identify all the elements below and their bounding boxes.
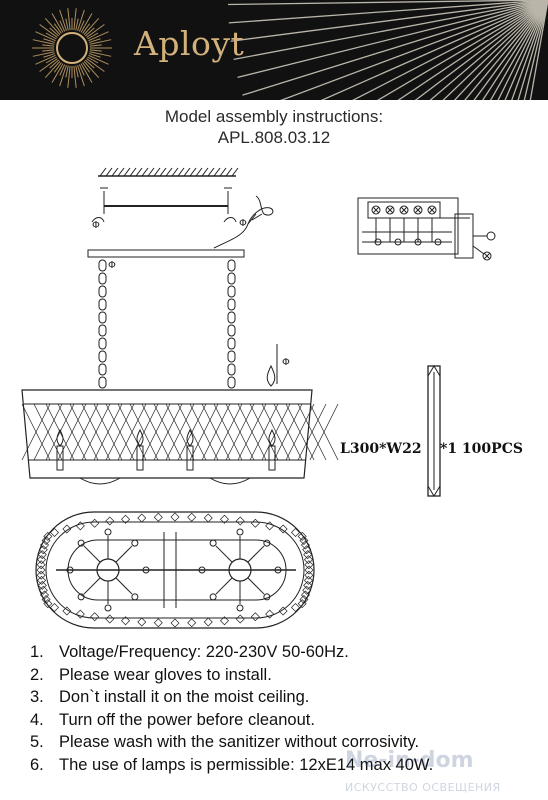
instruction-number: 4. xyxy=(30,710,44,729)
instruction-item: 4. Turn off the power before cleanout. xyxy=(30,709,540,732)
brand-name: Aployt xyxy=(134,24,245,63)
candle-bulb: Φ xyxy=(266,344,290,387)
header-banner: Aployt xyxy=(0,0,548,100)
instruction-text: Don`t install it on the moist ceiling. xyxy=(59,688,310,707)
instruction-item: 1. Voltage/Frequency: 220-230V 50-60Hz. xyxy=(30,641,540,664)
instruction-number: 2. xyxy=(30,665,44,684)
watermark-tagline: ИСКУССТВО ОСВЕЩЕНИЯ xyxy=(345,781,501,794)
instruction-item: 6. The use of lamps is permissible: 12xE1… xyxy=(30,754,540,777)
ceiling-plate: Φ Φ xyxy=(91,187,247,231)
canopy-bar xyxy=(87,249,245,258)
document-title: Model assembly instructions: APL.808.03.… xyxy=(0,106,548,148)
instruction-number: 3. xyxy=(30,688,44,707)
svg-text:Φ: Φ xyxy=(108,260,116,271)
model-number: APL.808.03.12 xyxy=(217,128,331,147)
watermark: Ne-in-dom ИСКУССТВО ОСВЕЩЕНИЯ xyxy=(345,748,545,798)
chain-right xyxy=(227,259,236,389)
instruction-text: Please wash with the sanitizer without c… xyxy=(59,733,420,752)
sun-logo-icon xyxy=(32,8,112,88)
instruction-number: 1. xyxy=(30,643,44,661)
watermark-logo-text: Ne-in-dom xyxy=(345,748,474,773)
crystal-rod-count: *1 100PCS xyxy=(440,441,523,457)
instruction-number: 6. xyxy=(30,755,44,774)
instruction-number: 5. xyxy=(30,733,44,752)
instruction-text: Turn off the power before cleanout. xyxy=(59,710,315,729)
chandelier-side-view xyxy=(21,389,339,485)
chandelier-top-view xyxy=(35,511,315,629)
wiring-diagram xyxy=(357,197,496,261)
light-rays-decoration xyxy=(228,0,548,100)
instruction-item: 2. Please wear gloves to install. xyxy=(30,664,540,687)
ceiling-hatch xyxy=(98,167,239,177)
crystal-rod-part xyxy=(427,365,441,497)
svg-text:Φ: Φ xyxy=(92,220,100,231)
instruction-list: 1. Voltage/Frequency: 220-230V 50-60Hz. 2.… xyxy=(30,641,540,777)
instruction-text: The use of lamps is permissible: 12xE14 … xyxy=(59,755,434,774)
svg-text:Φ: Φ xyxy=(282,357,290,368)
title-line-1: Model assembly instructions: xyxy=(164,107,384,126)
svg-text:Φ: Φ xyxy=(239,218,247,229)
instruction-text: Please wear gloves to install. xyxy=(59,665,272,684)
instruction-item: 3. Don`t install it on the moist ceiling. xyxy=(30,686,540,709)
technical-drawing: Φ Φ Φ Φ xyxy=(21,167,496,629)
crystal-rod-size: L300*W22 xyxy=(340,441,422,457)
header-art xyxy=(32,0,548,100)
instruction-item: 5. Please wash with the sanitizer without… xyxy=(30,731,540,754)
chain-left xyxy=(98,259,107,389)
instruction-text: Voltage/Frequency: 220-230V 50-60Hz. xyxy=(59,643,349,661)
power-wire xyxy=(213,195,274,249)
